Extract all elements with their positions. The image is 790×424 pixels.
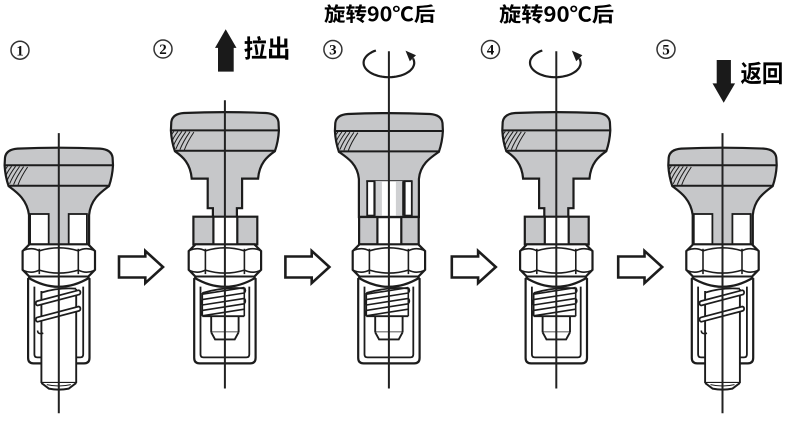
svg-text:3: 3 [329,43,337,59]
svg-text:5: 5 [662,43,670,59]
svg-text:4: 4 [487,43,495,59]
svg-text:1: 1 [16,43,24,59]
svg-text:2: 2 [159,42,167,58]
